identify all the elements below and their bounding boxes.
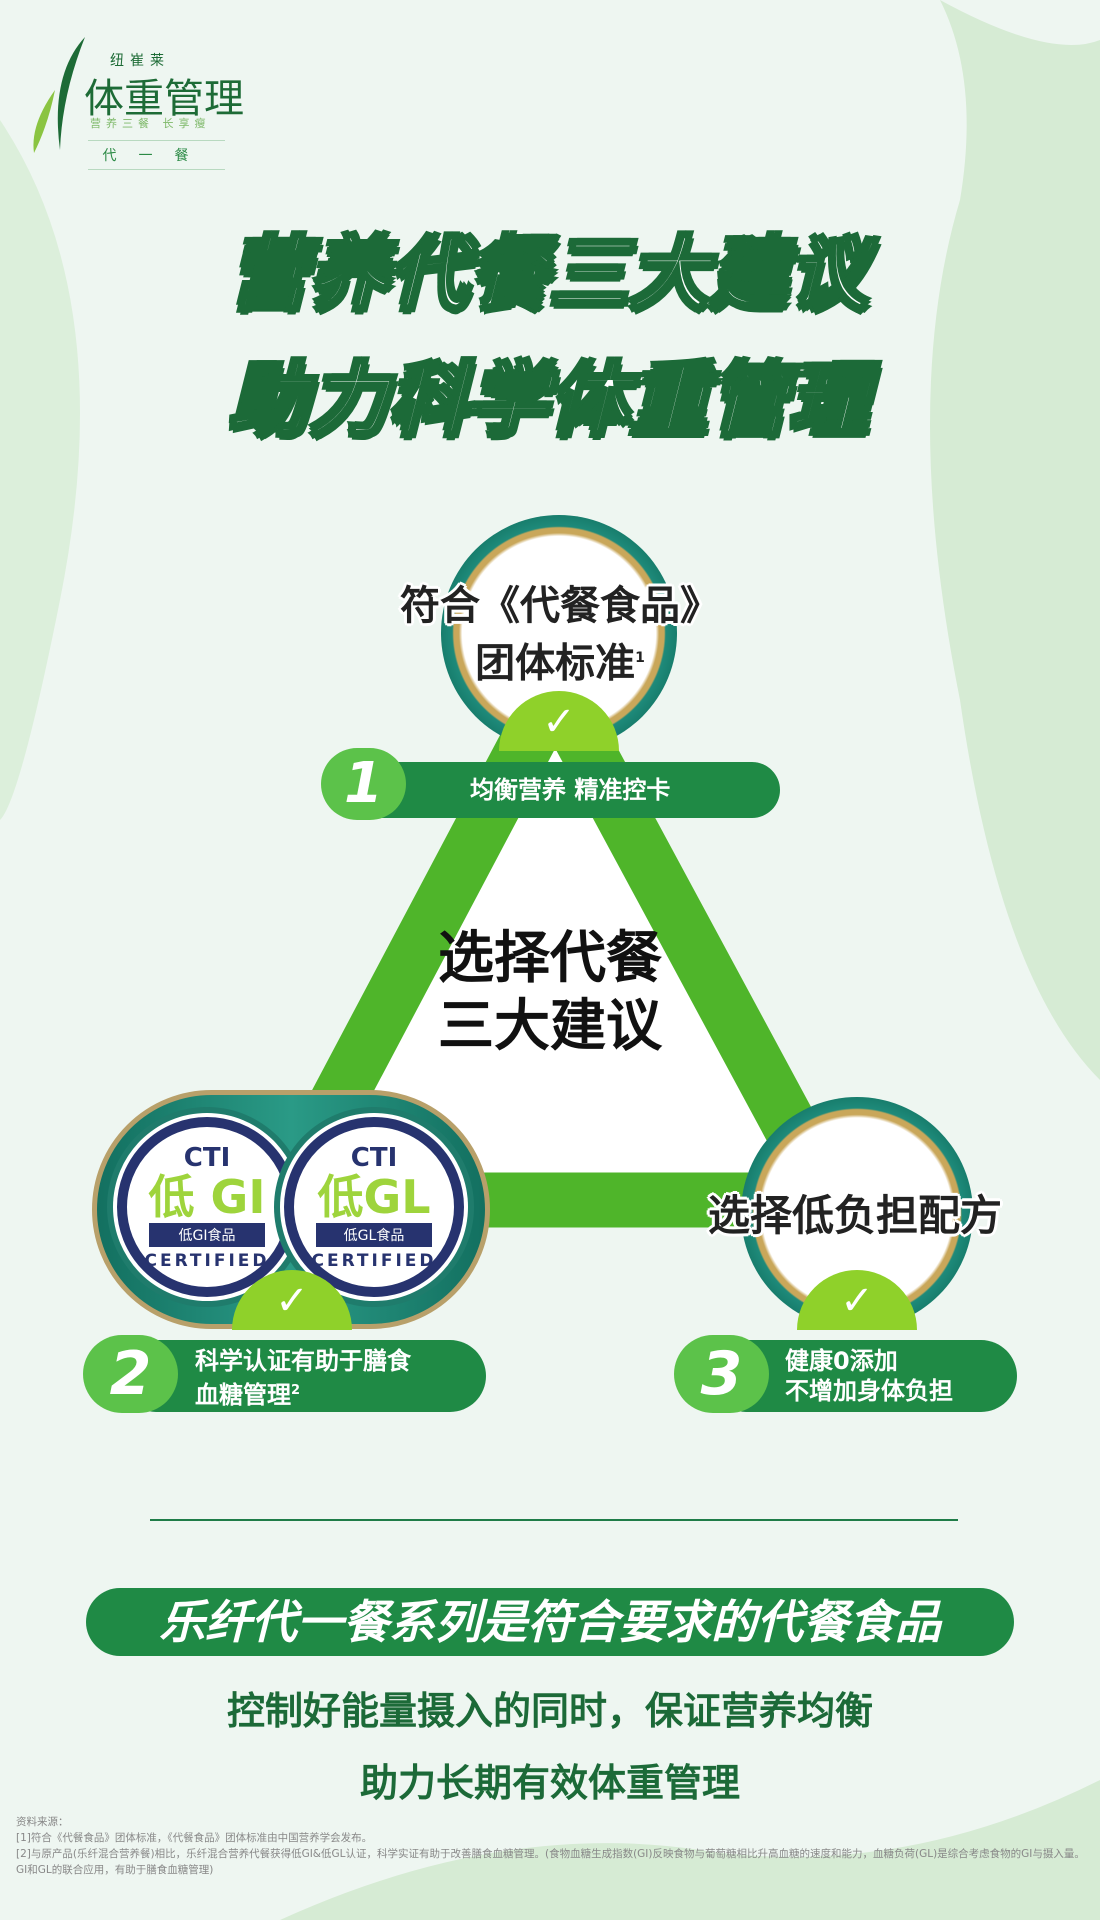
item-1-number: 1 (321, 748, 406, 820)
seal-brand: CTI (350, 1143, 398, 1173)
logo-slogan: 营养三餐 长享瘦 (90, 117, 211, 130)
logo-title: 体重管理 (84, 76, 244, 122)
seal-certified: CERTIFIED (144, 1251, 270, 1271)
top-badge-line-1: 符合《代餐食品》 (400, 583, 720, 629)
title-line-2: 助力科学体重管理 (228, 355, 870, 448)
item-2-pill: 科学认证有助于膳食 血糖管理2 (120, 1340, 486, 1412)
footnote-2: [2]与原产品(乐纤混合营养餐)相比，乐纤混合营养代餐获得低GI&低GL认证，科… (16, 1848, 1085, 1876)
item-3-number: 3 (674, 1335, 769, 1413)
item-3-line-2: 不增加身体负担 (785, 1377, 953, 1405)
top-badge-line-2: 团体标准 (475, 640, 636, 687)
triangle (257, 662, 858, 1228)
subtext-1: 控制好能量摄入的同时，保证营养均衡 (226, 1689, 873, 1733)
subtext-2: 助力长期有效体重管理 (359, 1761, 740, 1805)
item-3-line-1: 健康0添加 (785, 1347, 898, 1375)
center-line-2: 三大建议 (438, 994, 662, 1059)
item-2-number: 2 (83, 1335, 178, 1413)
seal-band: 低GL食品 (316, 1223, 432, 1247)
item-2-line-2: 血糖管理 (195, 1381, 291, 1409)
seal-label: 低GL (317, 1170, 431, 1224)
seal-low-gl: CTI 低GL 低GL食品 CERTIFIED (284, 1117, 464, 1297)
right-badge-label: 选择低负担配方 (707, 1191, 1002, 1240)
banner: 乐纤代一餐系列是符合要求的代餐食品 (86, 1588, 1014, 1656)
footnote-heading: 资料来源： (16, 1816, 69, 1828)
seal-brand: CTI (183, 1143, 231, 1173)
footnote-ref-2: 2 (291, 1383, 301, 1398)
seal-low-gi: CTI 低 GI 低GI食品 CERTIFIED (117, 1117, 297, 1297)
logo-leaf-icon (33, 37, 85, 153)
item-1-pill: 均衡营养 精准控卡 (350, 762, 780, 818)
logo-brand: 纽崔莱 (110, 53, 170, 69)
divider (150, 1519, 958, 1521)
seal-band: 低GI食品 (149, 1223, 265, 1247)
center-line-1: 选择代餐 (438, 926, 662, 991)
item-2-line-1: 科学认证有助于膳食 (195, 1347, 411, 1375)
seal-certified: CERTIFIED (311, 1251, 437, 1271)
footnote-ref-1: 1 (635, 650, 645, 666)
logo-subtitle: 代一餐 (88, 140, 225, 170)
footnote-1: [1]符合《代餐食品》团体标准，《代餐食品》团体标准由中国营养学会发布。 (16, 1832, 373, 1844)
title-line-1: 营养代餐三大建议 (228, 229, 870, 322)
seal-label: 低 GI (148, 1170, 266, 1224)
